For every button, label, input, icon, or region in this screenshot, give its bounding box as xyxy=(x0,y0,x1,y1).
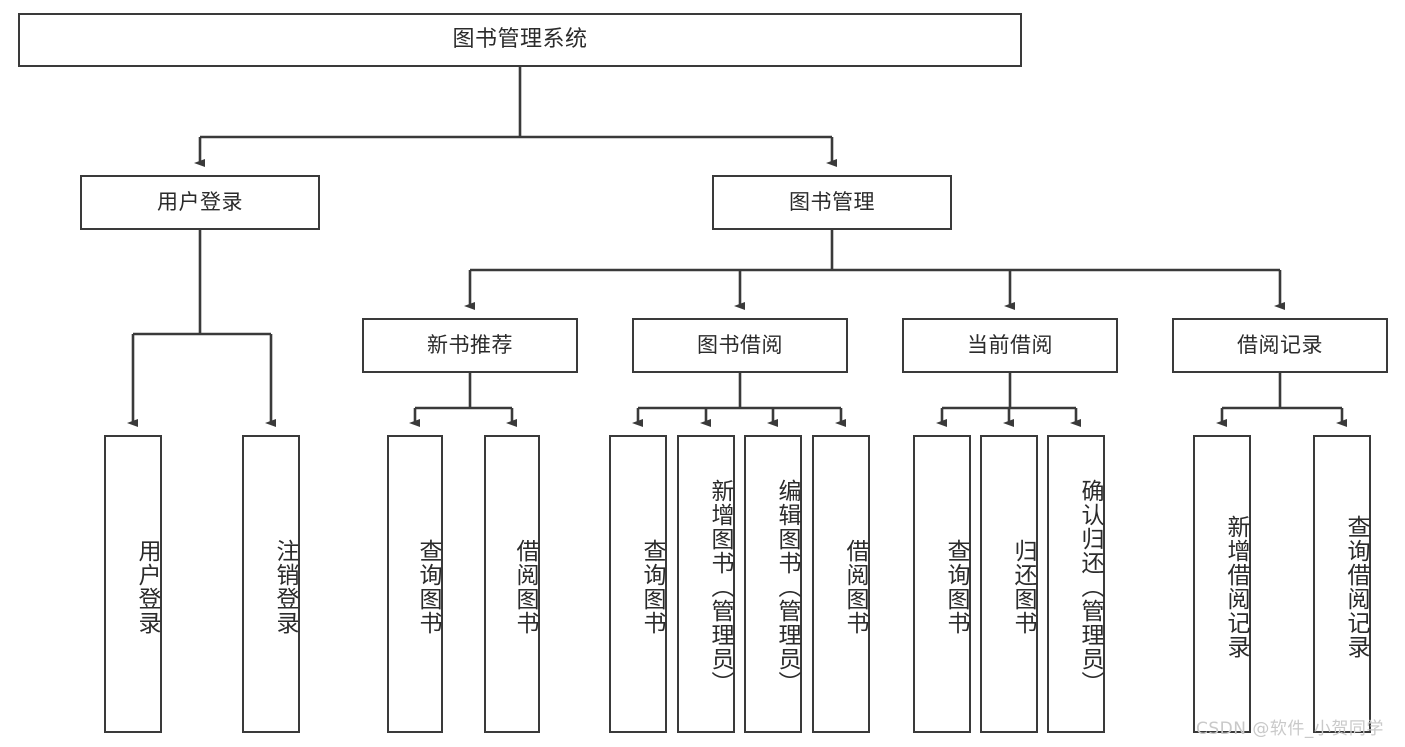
leaf-add-record[interactable]: 新增借阅记录 xyxy=(1193,435,1251,733)
leaf-borrow-book-1-label: 借阅图书 xyxy=(512,539,538,635)
watermark: CSDN @软件_小贺同学 xyxy=(1196,719,1384,739)
leaf-add-book-label: 新增图书（管理员） xyxy=(707,479,733,695)
leaf-query-book-2[interactable]: 查询图书 xyxy=(609,435,667,733)
leaf-borrow-book-1[interactable]: 借阅图书 xyxy=(484,435,540,733)
leaf-add-book[interactable]: 新增图书（管理员） xyxy=(677,435,735,733)
node-user-login[interactable]: 用户登录 xyxy=(80,175,320,230)
leaf-logout-label: 注销登录 xyxy=(272,539,298,635)
node-user-login-label: 用户登录 xyxy=(157,189,243,214)
node-current-borrow-label: 当前借阅 xyxy=(967,332,1053,357)
node-root-label: 图书管理系统 xyxy=(452,26,588,52)
leaf-query-book-2-label: 查询图书 xyxy=(639,539,665,635)
node-book-manage-label: 图书管理 xyxy=(789,189,875,214)
node-new-book-recommend-label: 新书推荐 xyxy=(427,332,513,357)
node-new-book-recommend[interactable]: 新书推荐 xyxy=(362,318,578,373)
leaf-logout[interactable]: 注销登录 xyxy=(242,435,300,733)
leaf-confirm-return-label: 确认归还（管理员） xyxy=(1077,479,1103,695)
node-book-borrow-label: 图书借阅 xyxy=(697,332,783,357)
leaf-confirm-return[interactable]: 确认归还（管理员） xyxy=(1047,435,1105,733)
leaf-add-record-label: 新增借阅记录 xyxy=(1223,515,1249,659)
leaf-query-record-label: 查询借阅记录 xyxy=(1343,515,1369,659)
node-borrow-record[interactable]: 借阅记录 xyxy=(1172,318,1388,373)
node-current-borrow[interactable]: 当前借阅 xyxy=(902,318,1118,373)
leaf-borrow-book-2-label: 借阅图书 xyxy=(842,539,868,635)
leaf-user-login[interactable]: 用户登录 xyxy=(104,435,162,733)
node-root[interactable]: 图书管理系统 xyxy=(18,13,1022,67)
leaf-query-book-1-label: 查询图书 xyxy=(415,539,441,635)
leaf-query-book-3-label: 查询图书 xyxy=(943,539,969,635)
leaf-edit-book-label: 编辑图书（管理员） xyxy=(774,479,800,695)
leaf-return-book-label: 归还图书 xyxy=(1010,539,1036,635)
leaf-query-book-3[interactable]: 查询图书 xyxy=(913,435,971,733)
node-book-borrow[interactable]: 图书借阅 xyxy=(632,318,848,373)
leaf-edit-book[interactable]: 编辑图书（管理员） xyxy=(744,435,802,733)
leaf-return-book[interactable]: 归还图书 xyxy=(980,435,1038,733)
node-borrow-record-label: 借阅记录 xyxy=(1237,332,1323,357)
node-book-manage[interactable]: 图书管理 xyxy=(712,175,952,230)
leaf-user-login-label: 用户登录 xyxy=(134,539,160,635)
leaf-borrow-book-2[interactable]: 借阅图书 xyxy=(812,435,870,733)
leaf-query-book-1[interactable]: 查询图书 xyxy=(387,435,443,733)
leaf-query-record[interactable]: 查询借阅记录 xyxy=(1313,435,1371,733)
